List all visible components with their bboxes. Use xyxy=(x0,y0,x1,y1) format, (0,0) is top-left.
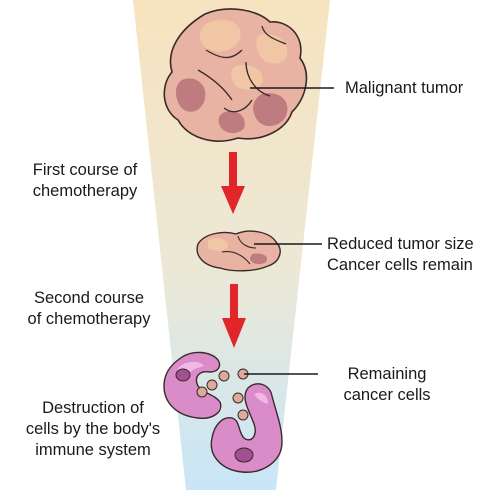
label-second-course: Second course of chemotherapy xyxy=(27,289,151,328)
arrow-first-course xyxy=(221,152,245,214)
arrow-second-course xyxy=(222,284,246,348)
malignant-tumor xyxy=(163,8,308,142)
label-first-course: First course of chemotherapy xyxy=(32,161,138,200)
immune-cell-right xyxy=(210,383,283,473)
remaining-cancer-cells xyxy=(196,368,249,421)
label-malignant-tumor: Malignant tumor xyxy=(345,79,464,97)
immune-cell-left xyxy=(163,351,222,419)
label-destruction: Destruction of cells by the body's immun… xyxy=(25,399,161,459)
reduced-tumor xyxy=(196,230,281,272)
label-reduced-tumor: Reduced tumor size Cancer cells remain xyxy=(327,235,474,274)
label-remaining-cells: Remaining cancer cells xyxy=(343,365,431,404)
